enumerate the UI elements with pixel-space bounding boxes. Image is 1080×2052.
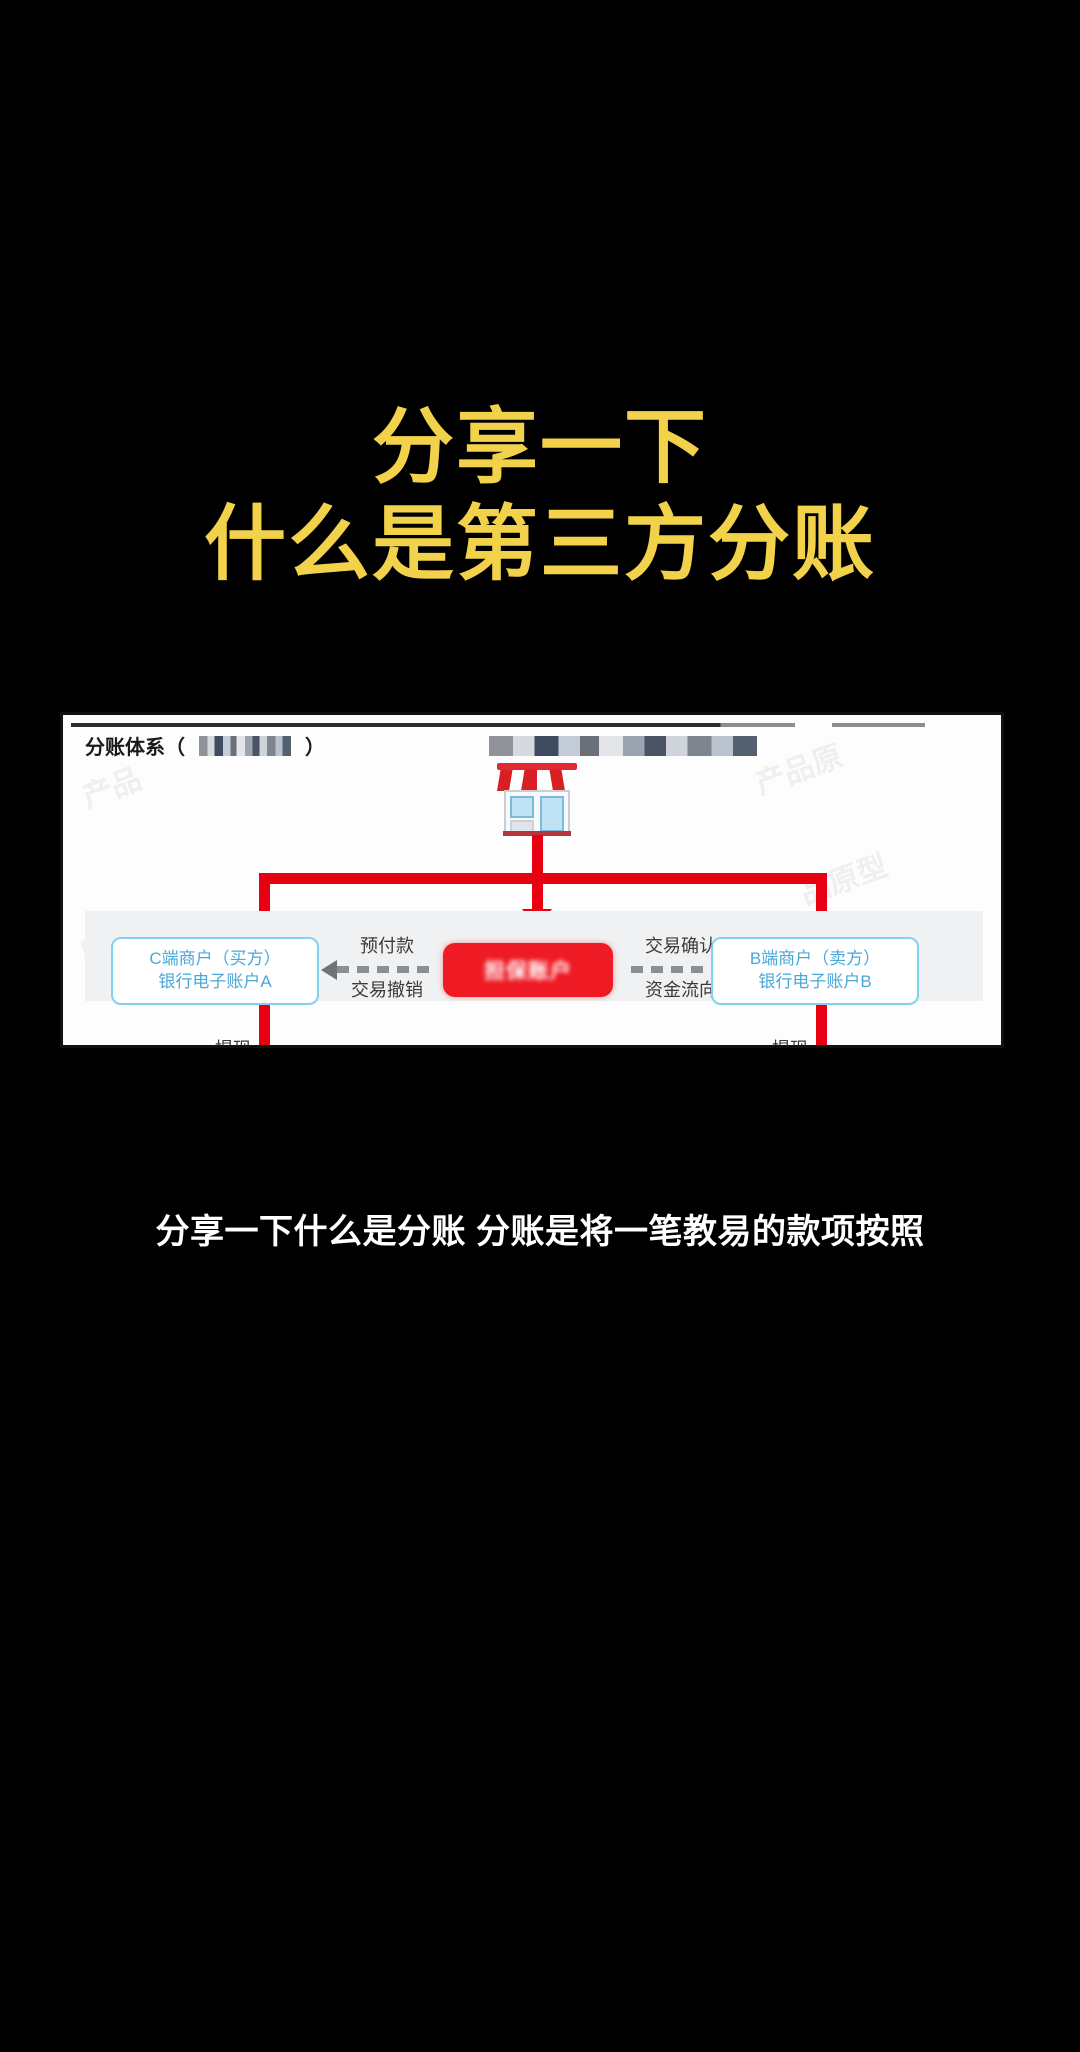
redacted-mosaic-left	[199, 735, 291, 756]
connector-store-down	[532, 835, 543, 881]
seller-account-line-2: 银行电子账户B	[758, 971, 872, 991]
connector-horizontal-bus	[259, 873, 827, 884]
diagram-top-rule	[71, 723, 999, 727]
guarantee-account-box: 担保账户	[443, 943, 613, 997]
video-title: 分享一下 什么是第三方分账	[0, 400, 1080, 594]
diagram-header-title-close: ）	[305, 737, 325, 759]
caption-overlay: 分享一下什么是分账 分账是将一笔教易的款项按照	[155, 1213, 925, 1251]
withdraw-label-left: 提现	[215, 1035, 251, 1045]
diagram-header-title: 分账体系（	[85, 737, 185, 759]
buyer-account-line-1: C端商户（买方）	[149, 949, 281, 968]
title-line-1: 分享一下	[371, 402, 708, 493]
flow-prepayment-bottom-label: 交易撤销	[351, 979, 423, 1000]
dashed-line	[631, 965, 731, 973]
flow-prepayment: 预付款 交易撤销	[321, 936, 449, 1001]
flow-settlement-top-label: 交易确认	[645, 936, 717, 956]
guarantee-account-label: 担保账户	[484, 960, 572, 983]
diagram-header: 分账体系（ ）	[85, 731, 757, 760]
redacted-mosaic-right	[489, 735, 757, 756]
watermark: 产品原	[751, 739, 848, 802]
seller-account-box: B端商户（卖方） 银行电子账户B	[711, 937, 919, 1005]
title-line-2: 什么是第三方分账	[203, 498, 876, 590]
withdraw-line-left	[259, 1005, 270, 1045]
storefront-icon	[495, 761, 579, 837]
connector-to-guarantee	[532, 873, 543, 913]
withdraw-label-right: 提现	[772, 1035, 808, 1045]
diagram-canvas: 产品 原型 产品原 品原型 分账体系（ ）	[63, 715, 1001, 1045]
buyer-account-box: C端商户（买方） 银行电子账户A	[111, 937, 319, 1005]
flow-prepayment-dashed-arrow	[321, 959, 449, 980]
flow-prepayment-top-label: 预付款	[360, 936, 414, 956]
dashed-line	[337, 965, 437, 973]
arrow-left-icon	[321, 959, 337, 980]
flow-settlement-bottom-label: 资金流向	[645, 979, 717, 1000]
diagram-frame: 产品 原型 产品原 品原型 分账体系（ ）	[60, 712, 1004, 1048]
withdraw-line-right	[816, 1005, 827, 1045]
seller-account-line-1: B端商户（卖方）	[749, 949, 881, 968]
connector-to-buyer	[259, 873, 270, 917]
buyer-account-line-2: 银行电子账户A	[158, 971, 272, 991]
watermark: 产品	[78, 762, 147, 815]
connector-to-seller	[816, 873, 827, 917]
